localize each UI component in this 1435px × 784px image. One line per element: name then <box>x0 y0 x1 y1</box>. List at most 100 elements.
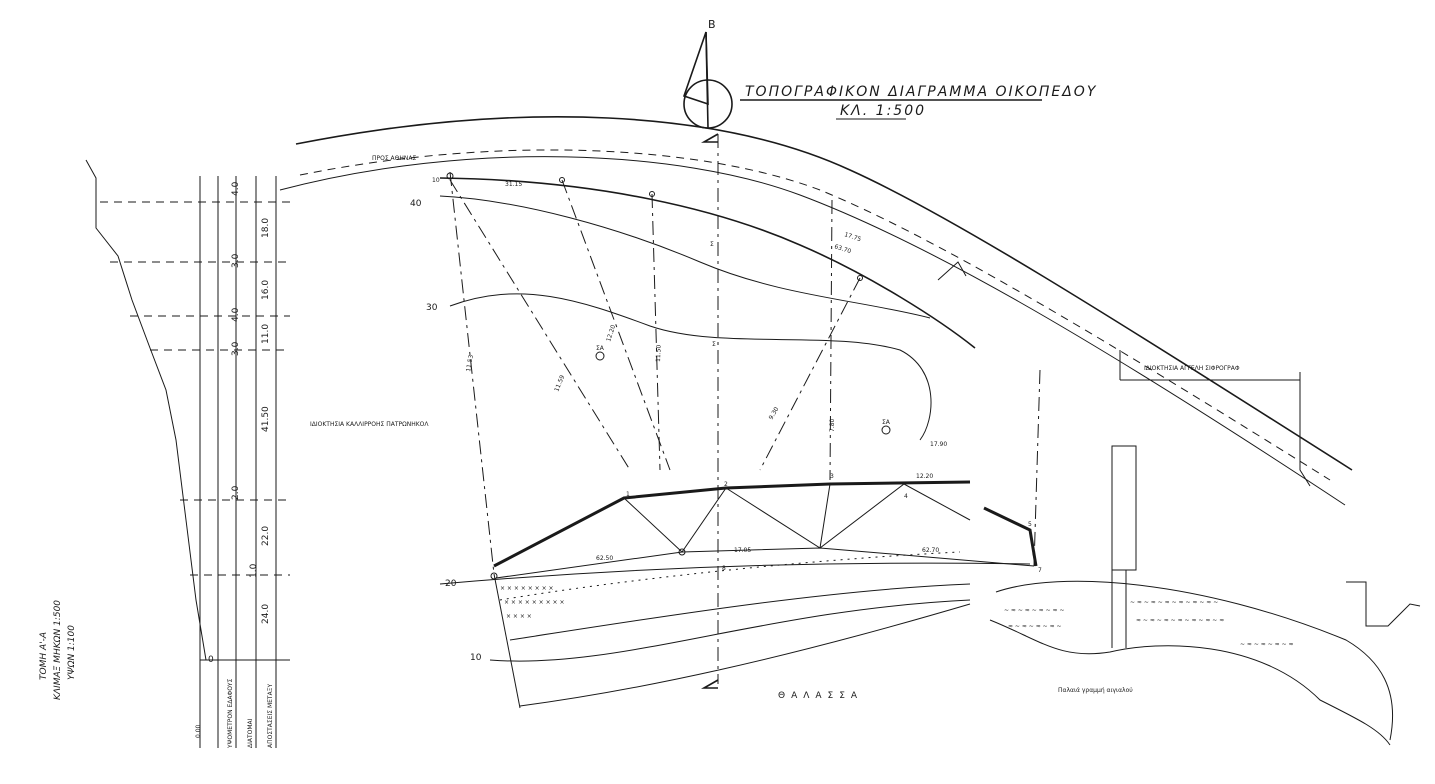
station-label-8: 8 <box>722 565 726 572</box>
section-scale-heights: ΥΨΩΝ 1:100 <box>67 625 77 680</box>
datum-label: 0.00 <box>195 724 202 738</box>
hatch-1: × × × × × × × × <box>500 585 554 592</box>
legend-note: Παλαιά γραμμή αιγιαλού <box>1058 687 1133 694</box>
rocky-coast-inner <box>989 619 1391 746</box>
station-label-s1: Σ <box>710 241 714 248</box>
station-label-4: 4 <box>904 493 908 500</box>
elevation-2: 3.0 <box>231 253 241 268</box>
distance-5: 22.0 <box>261 526 271 546</box>
station-marker-a <box>559 177 565 183</box>
station-label-1: 1 <box>626 491 630 498</box>
station-label-10: 10 <box>432 177 440 184</box>
elevation-7: 0 <box>208 655 214 665</box>
road-label: ΠΡΟΣ ΑΘΗΝΑΣ <box>372 155 416 162</box>
hatch-2: × × × × × × × × × <box>504 599 565 606</box>
row-label-distances: ΑΠΟΣΤΑΣΕΙΣ ΜΕΤΑΞΥ <box>267 684 274 748</box>
building-label-2: ΣΑ <box>882 419 891 426</box>
survey-triangles <box>623 483 971 553</box>
distance-6: 24.0 <box>261 604 271 624</box>
station-marker-10 <box>446 172 454 180</box>
north-arrow: B <box>682 18 733 129</box>
station-label-7: 7 <box>1038 567 1042 574</box>
elevation-5: 2.0 <box>231 485 241 500</box>
triangulation-line-3 <box>651 193 661 471</box>
section-title-block: ΤΟΜΗ Α'-Α ΚΛΙΜΑΞ ΜΗΚΩΝ 1:500 ΥΨΩΝ 1:100 <box>39 600 77 700</box>
measurement-4: 11.53 <box>465 354 475 372</box>
water-line <box>509 583 971 641</box>
rocks-4: ≈ ~ ≈ ~ ≈ ~ ≈ ~ ≈ ~ ≈ ~ ≈ <box>1136 617 1224 624</box>
sea-label: ΘΑΛΑΣΣΑ <box>778 691 863 701</box>
measurement-3: 63.70 <box>833 243 852 255</box>
measurement-5: 11.59 <box>553 374 566 393</box>
plan-scale: ΚΛ. 1:500 <box>840 103 926 119</box>
row-label-elevation: ΥΨΟΜΕΤΡΟΝ ΕΔΑΦΟΥΣ <box>227 678 234 749</box>
rocks-5: ~ ≈ ~ ≈ ~ ≈ ~ ≈ <box>1240 641 1294 648</box>
east-lot-boundary <box>1033 369 1041 567</box>
plot-area: 40 30 20 10 10 Σ Σ 1 2 3 4 5 6 7 8 <box>310 171 1240 709</box>
sea-boundary <box>519 603 971 707</box>
contour-label-40: 40 <box>410 199 422 209</box>
contour-20 <box>439 562 1031 585</box>
road-edge-inner <box>439 177 976 349</box>
elevation-6: 1.0 <box>249 563 259 578</box>
measurement-8: 9.30 <box>768 406 781 421</box>
building-marker-2 <box>881 425 891 435</box>
station-label-5: 5 <box>1028 521 1032 528</box>
section-scale-lengths: ΚΛΙΜΑΞ ΜΗΚΩΝ 1:500 <box>53 600 63 700</box>
measurement-2: 17.75 <box>843 231 862 243</box>
coastal-boundary <box>493 480 971 568</box>
west-boundary <box>85 159 207 661</box>
station-marker-e <box>490 572 498 580</box>
rocks-1: ~ ≈ ~ ≈ ~ ≈ ~ ≈ ~ <box>1004 607 1065 614</box>
triangulation-line-5 <box>829 199 833 481</box>
distance-2: 16.0 <box>261 280 271 300</box>
east-neighbor-label: ΙΔΙΟΚΤΗΣΙΑ ΑΓΓΕΛΗ ΣΙΦΡΟΓΡΑΦ <box>1144 365 1240 372</box>
station-label-s2: Σ <box>712 341 716 348</box>
old-shoreline <box>495 547 1035 579</box>
section-table: 4.0 3.0 4.0 3.0 2.0 1.0 0 18.0 16.0 11.0… <box>100 176 290 749</box>
road-edge-outer <box>295 116 1353 471</box>
measurement-11: 62.50 <box>596 555 613 562</box>
triangulation-line-1 <box>449 179 631 471</box>
measurement-12: 62.70 <box>922 547 939 554</box>
hatch-3: × × × × <box>506 613 532 620</box>
cut-marker-top <box>700 133 719 143</box>
west-lot-boundary <box>449 171 495 575</box>
measurement-7: 11.50 <box>655 344 663 362</box>
distance-1: 18.0 <box>261 218 271 238</box>
elevation-4: 3.0 <box>231 341 241 356</box>
distance-3: 11.0 <box>261 324 271 344</box>
road: ΠΡΟΣ ΑΘΗΝΑΣ <box>279 116 1353 506</box>
station-label-2: 2 <box>724 481 728 488</box>
elevation-1: 4.0 <box>231 181 241 196</box>
section-title: ΤΟΜΗ Α'-Α <box>39 632 49 680</box>
elevation-3: 4.0 <box>231 307 241 322</box>
station-marker-c <box>857 275 863 281</box>
row-label-sections: ΔΙΑΤΟΜΑΙ <box>247 718 254 748</box>
rocks-2: ≈ ~ ≈ ~ ≈ ~ ≈ ~ <box>1008 623 1062 630</box>
rocks-3: ~ ≈ ~ ≈ ~ ≈ ~ ≈ ~ ≈ ~ ≈ ~ <box>1130 599 1218 606</box>
beach-edge <box>499 551 961 601</box>
coastal-boundary-east <box>983 506 1038 567</box>
pier-structure <box>1111 445 1137 571</box>
measurement-9: 7.80 <box>829 418 836 432</box>
measurement-14: 12.20 <box>916 473 933 480</box>
station-label-6: 6 <box>1032 551 1036 558</box>
west-neighbor-label: ΙΔΙΟΚΤΗΣΙΑ ΚΑΛΛΙΡΡΟΗΣ ΠΑΤΡΩΝΗΚΟΛ <box>310 421 429 428</box>
triangulation-line-4 <box>759 277 861 471</box>
distance-4: 41.50 <box>261 406 271 432</box>
triangulation-line-2 <box>561 179 671 471</box>
road-centerline <box>299 149 1331 481</box>
roadside-building <box>937 261 967 281</box>
building-marker-1 <box>595 351 605 361</box>
north-letter: B <box>708 18 716 31</box>
measurement-10: 17.90 <box>930 441 947 448</box>
station-marker-b <box>649 191 655 197</box>
cut-marker-bottom <box>700 679 719 689</box>
title-block: ΤΟΠΟΓΡΑΦΙΚΟΝ ΔΙΑΓΡΑΜΜΑ ΟΙΚΟΠΕΔΟΥ ΚΛ. 1:5… <box>740 84 1095 120</box>
road-edge-mid <box>279 156 1346 506</box>
station-label-3: 3 <box>830 473 834 480</box>
contour-30 <box>449 293 932 441</box>
rocky-coast-outline <box>995 580 1394 741</box>
